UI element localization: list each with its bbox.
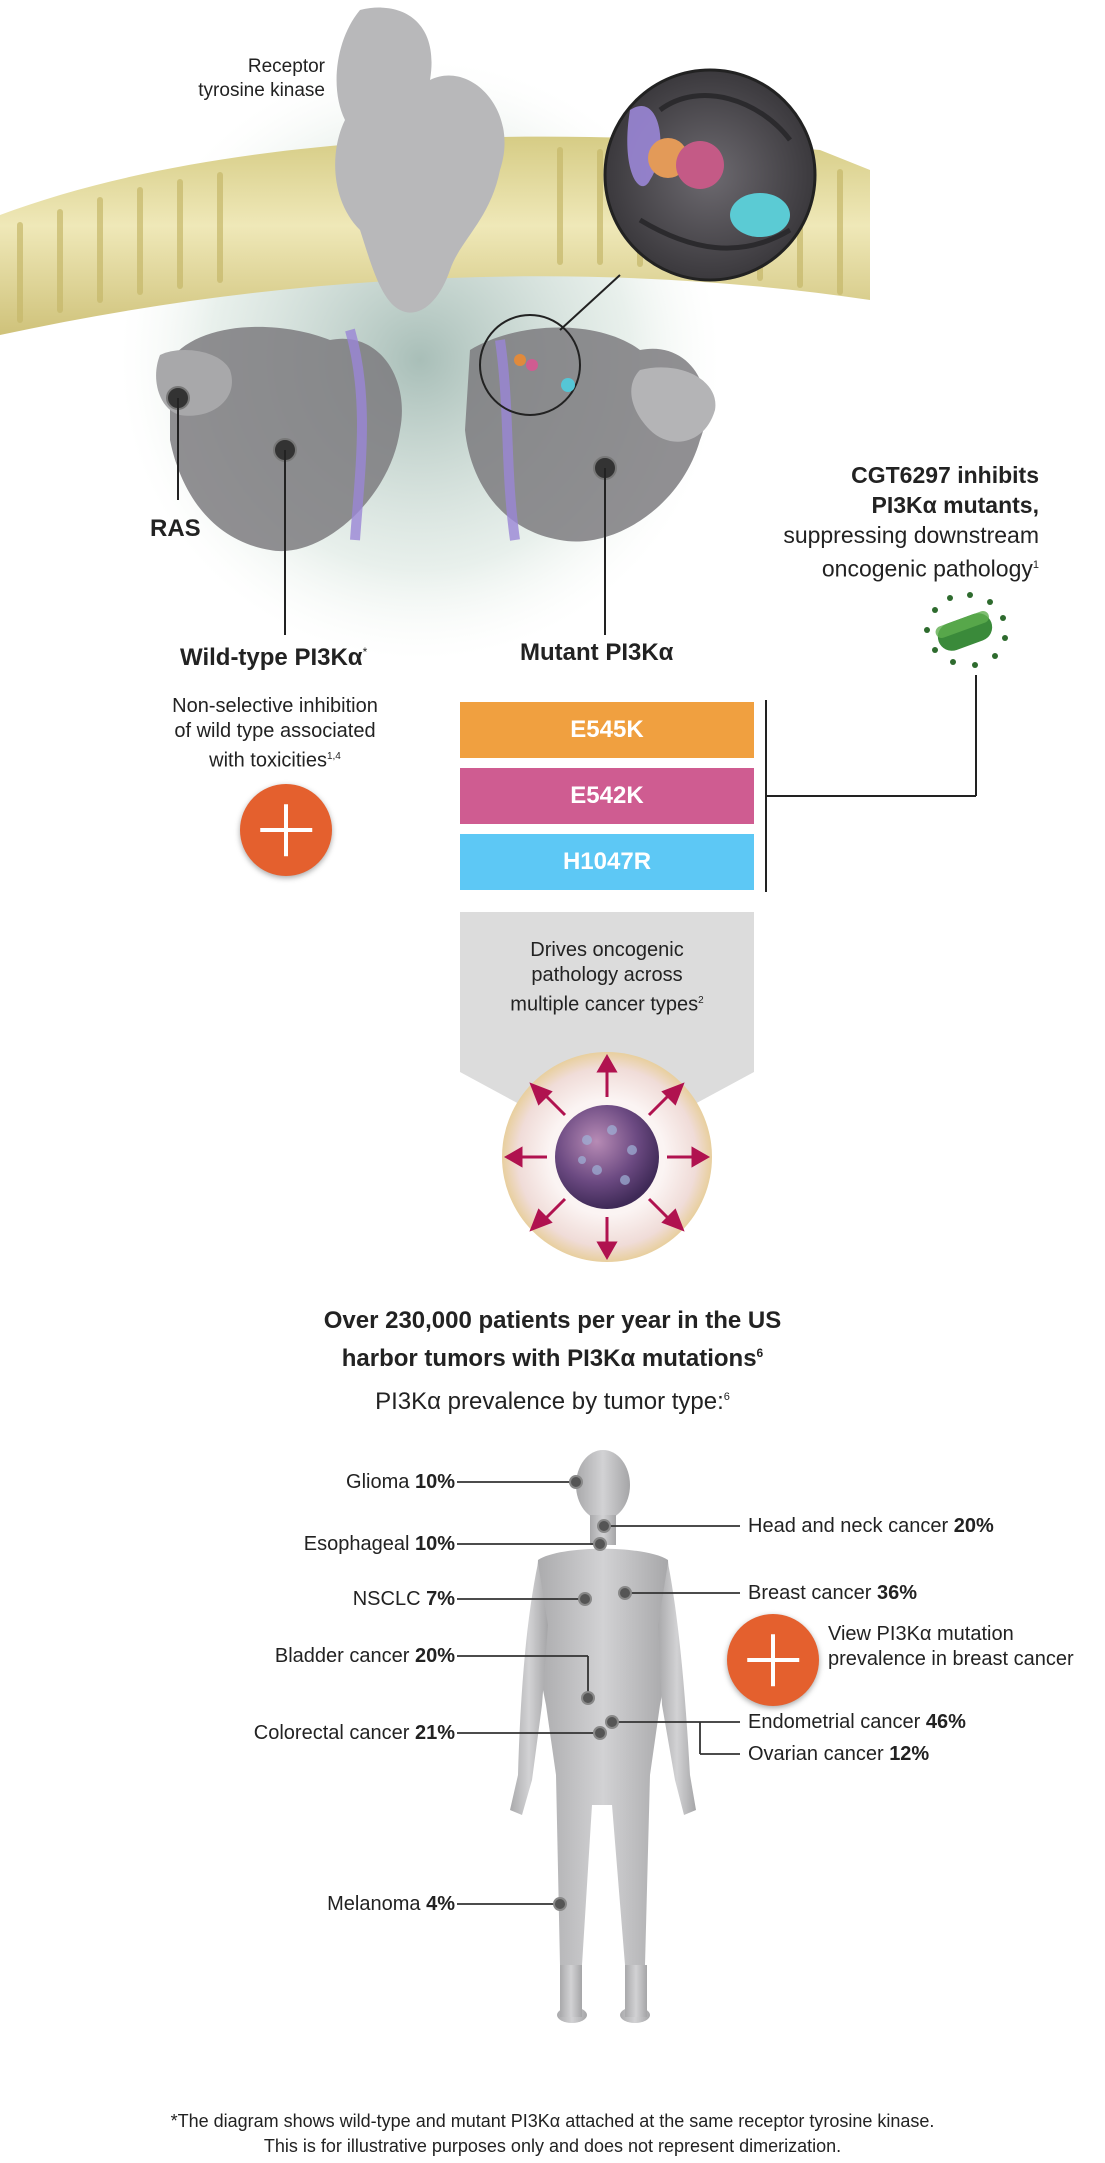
toxicity-plus-button[interactable] bbox=[240, 784, 332, 876]
drives-funnel-shape bbox=[460, 912, 754, 1112]
non-selective-text: Non-selective inhibition of wild type as… bbox=[172, 695, 378, 772]
tumor-colorectal: Colorectal cancer 21% bbox=[253, 1722, 455, 1744]
colorectal-dot bbox=[593, 1726, 607, 1740]
patients-stat: Over 230,000 patients per year in the US… bbox=[323, 1307, 782, 1372]
esophageal-dot bbox=[593, 1537, 607, 1551]
tumor-nsclc: NSCLC 7% bbox=[352, 1588, 455, 1610]
tumor-endometrial: Endometrial cancer 46% bbox=[748, 1711, 966, 1733]
cancer-cell-illustration bbox=[502, 1052, 712, 1262]
melanoma-dot bbox=[553, 1897, 567, 1911]
receptor-label: Receptor tyrosine kinase bbox=[198, 56, 325, 101]
drives-text: Drives oncogenic pathology across multip… bbox=[510, 939, 704, 1016]
nsclc-dot bbox=[578, 1592, 592, 1606]
tumor-ovarian: Ovarian cancer 12% bbox=[748, 1743, 930, 1765]
mutant-label: Mutant PI3Kα bbox=[520, 639, 674, 666]
receptor-protein bbox=[335, 7, 505, 313]
tumor-bladder: Bladder cancer 20% bbox=[274, 1645, 455, 1667]
mutation-bar-e542k: E542K bbox=[460, 768, 754, 824]
tumor-leader-lines bbox=[457, 1481, 740, 1905]
tumor-melanoma: Melanoma 4% bbox=[327, 1893, 455, 1915]
inhibitor-text: CGT6297 inhibits PI3Kα mutants, suppress… bbox=[783, 462, 1039, 582]
pill-icon bbox=[924, 592, 1008, 668]
pi3k-membrane-illustration bbox=[0, 7, 870, 660]
tumor-esophageal: Esophageal 10% bbox=[303, 1533, 455, 1555]
mutation-bar-e545k: E545K bbox=[460, 702, 754, 758]
prevalence-title: PI3Kα prevalence by tumor type:6 bbox=[375, 1388, 730, 1415]
tumor-head-neck: Head and neck cancer 20% bbox=[748, 1515, 994, 1537]
wild-type-label: Wild-type PI3Kα* bbox=[180, 644, 368, 671]
tumor-breast: Breast cancer 36% bbox=[748, 1582, 917, 1604]
bladder-dot bbox=[581, 1691, 595, 1705]
bars-to-pill-connector bbox=[765, 675, 977, 892]
breast-prevalence-link[interactable]: View PI3Kα mutation prevalence in breast… bbox=[828, 1623, 1074, 1670]
glioma-dot bbox=[569, 1475, 583, 1489]
mutation-bar-h1047r: H1047R bbox=[460, 834, 754, 890]
ras-label: RAS bbox=[150, 515, 201, 542]
tumor-glioma: Glioma 10% bbox=[346, 1471, 455, 1493]
footnote: *The diagram shows wild-type and mutant … bbox=[170, 2111, 935, 2156]
human-body-figure bbox=[510, 1450, 696, 2023]
breast-prevalence-plus-button[interactable] bbox=[727, 1614, 819, 1706]
endometrial-dot bbox=[605, 1715, 619, 1729]
head-neck-dot bbox=[597, 1519, 611, 1533]
breast-dot bbox=[618, 1586, 632, 1600]
